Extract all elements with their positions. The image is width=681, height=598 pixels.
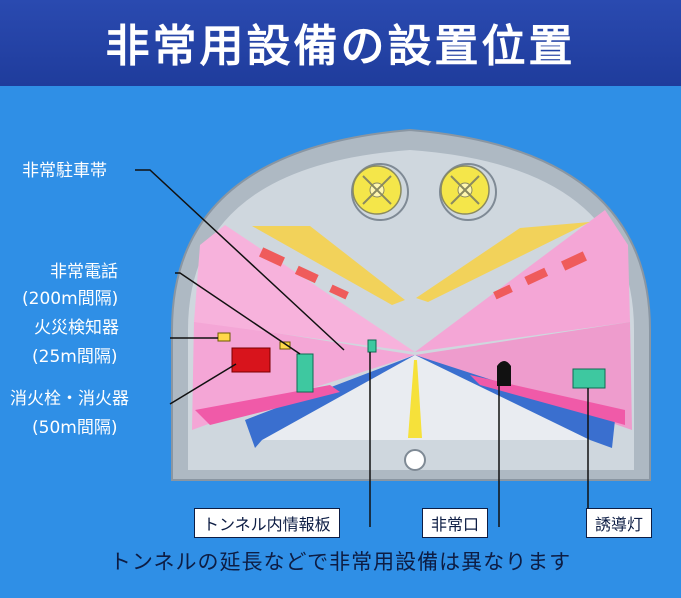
emergency-exit-icon <box>497 361 511 386</box>
left-lamp-2 <box>294 265 319 284</box>
leader-emergency-phone <box>175 272 301 355</box>
left-lamp-1 <box>259 247 285 267</box>
right-curb <box>415 355 615 448</box>
drain-icon <box>404 449 426 471</box>
right-curb-pink <box>470 375 625 425</box>
right-light-strip <box>416 222 590 302</box>
fire-detector-icon-2 <box>279 341 291 350</box>
right-lamp-1 <box>561 251 587 271</box>
right-ceiling-panel <box>415 210 630 352</box>
fire-detector-icon <box>217 332 231 342</box>
left-light-strip <box>252 226 405 305</box>
label-hydrant-interval: (50m間隔) <box>32 418 118 438</box>
page-title: 非常用設備の設置位置 <box>105 21 576 72</box>
label-info-board: トンネル内情報板 <box>194 508 340 538</box>
label-hydrant: 消火栓・消火器 <box>10 389 129 409</box>
label-emergency-phone: 非常電話 <box>50 262 118 282</box>
hydrant-box-icon <box>231 347 271 373</box>
left-curb-pink <box>195 385 340 425</box>
label-fire-detector: 火災検知器 <box>34 318 119 338</box>
leader-emergency-parking <box>135 169 345 351</box>
label-emergency-exit: 非常口 <box>422 508 489 538</box>
road-surface <box>262 355 590 440</box>
leader-hydrant <box>169 363 237 405</box>
footer-note: トンネルの延長などで非常用設備は異なります <box>109 550 572 574</box>
emergency-phone-icon <box>296 353 314 393</box>
guide-light-icon <box>572 368 606 389</box>
jet-fan-left <box>351 163 409 221</box>
jet-fan-right <box>439 163 497 221</box>
left-curb <box>245 355 415 448</box>
label-emergency-parking: 非常駐車帯 <box>22 161 107 181</box>
label-fire-detector-interval: (25m間隔) <box>32 347 118 367</box>
title-bar: 非常用設備の設置位置 <box>0 0 681 86</box>
info-board-icon <box>367 339 377 353</box>
right-lamp-3 <box>493 284 513 300</box>
label-guide-light: 誘導灯 <box>586 508 653 538</box>
right-lamp-2 <box>524 267 549 286</box>
road-center-line <box>408 360 422 438</box>
label-emergency-phone-interval: (200m間隔) <box>22 289 119 309</box>
left-lamp-3 <box>329 284 349 300</box>
